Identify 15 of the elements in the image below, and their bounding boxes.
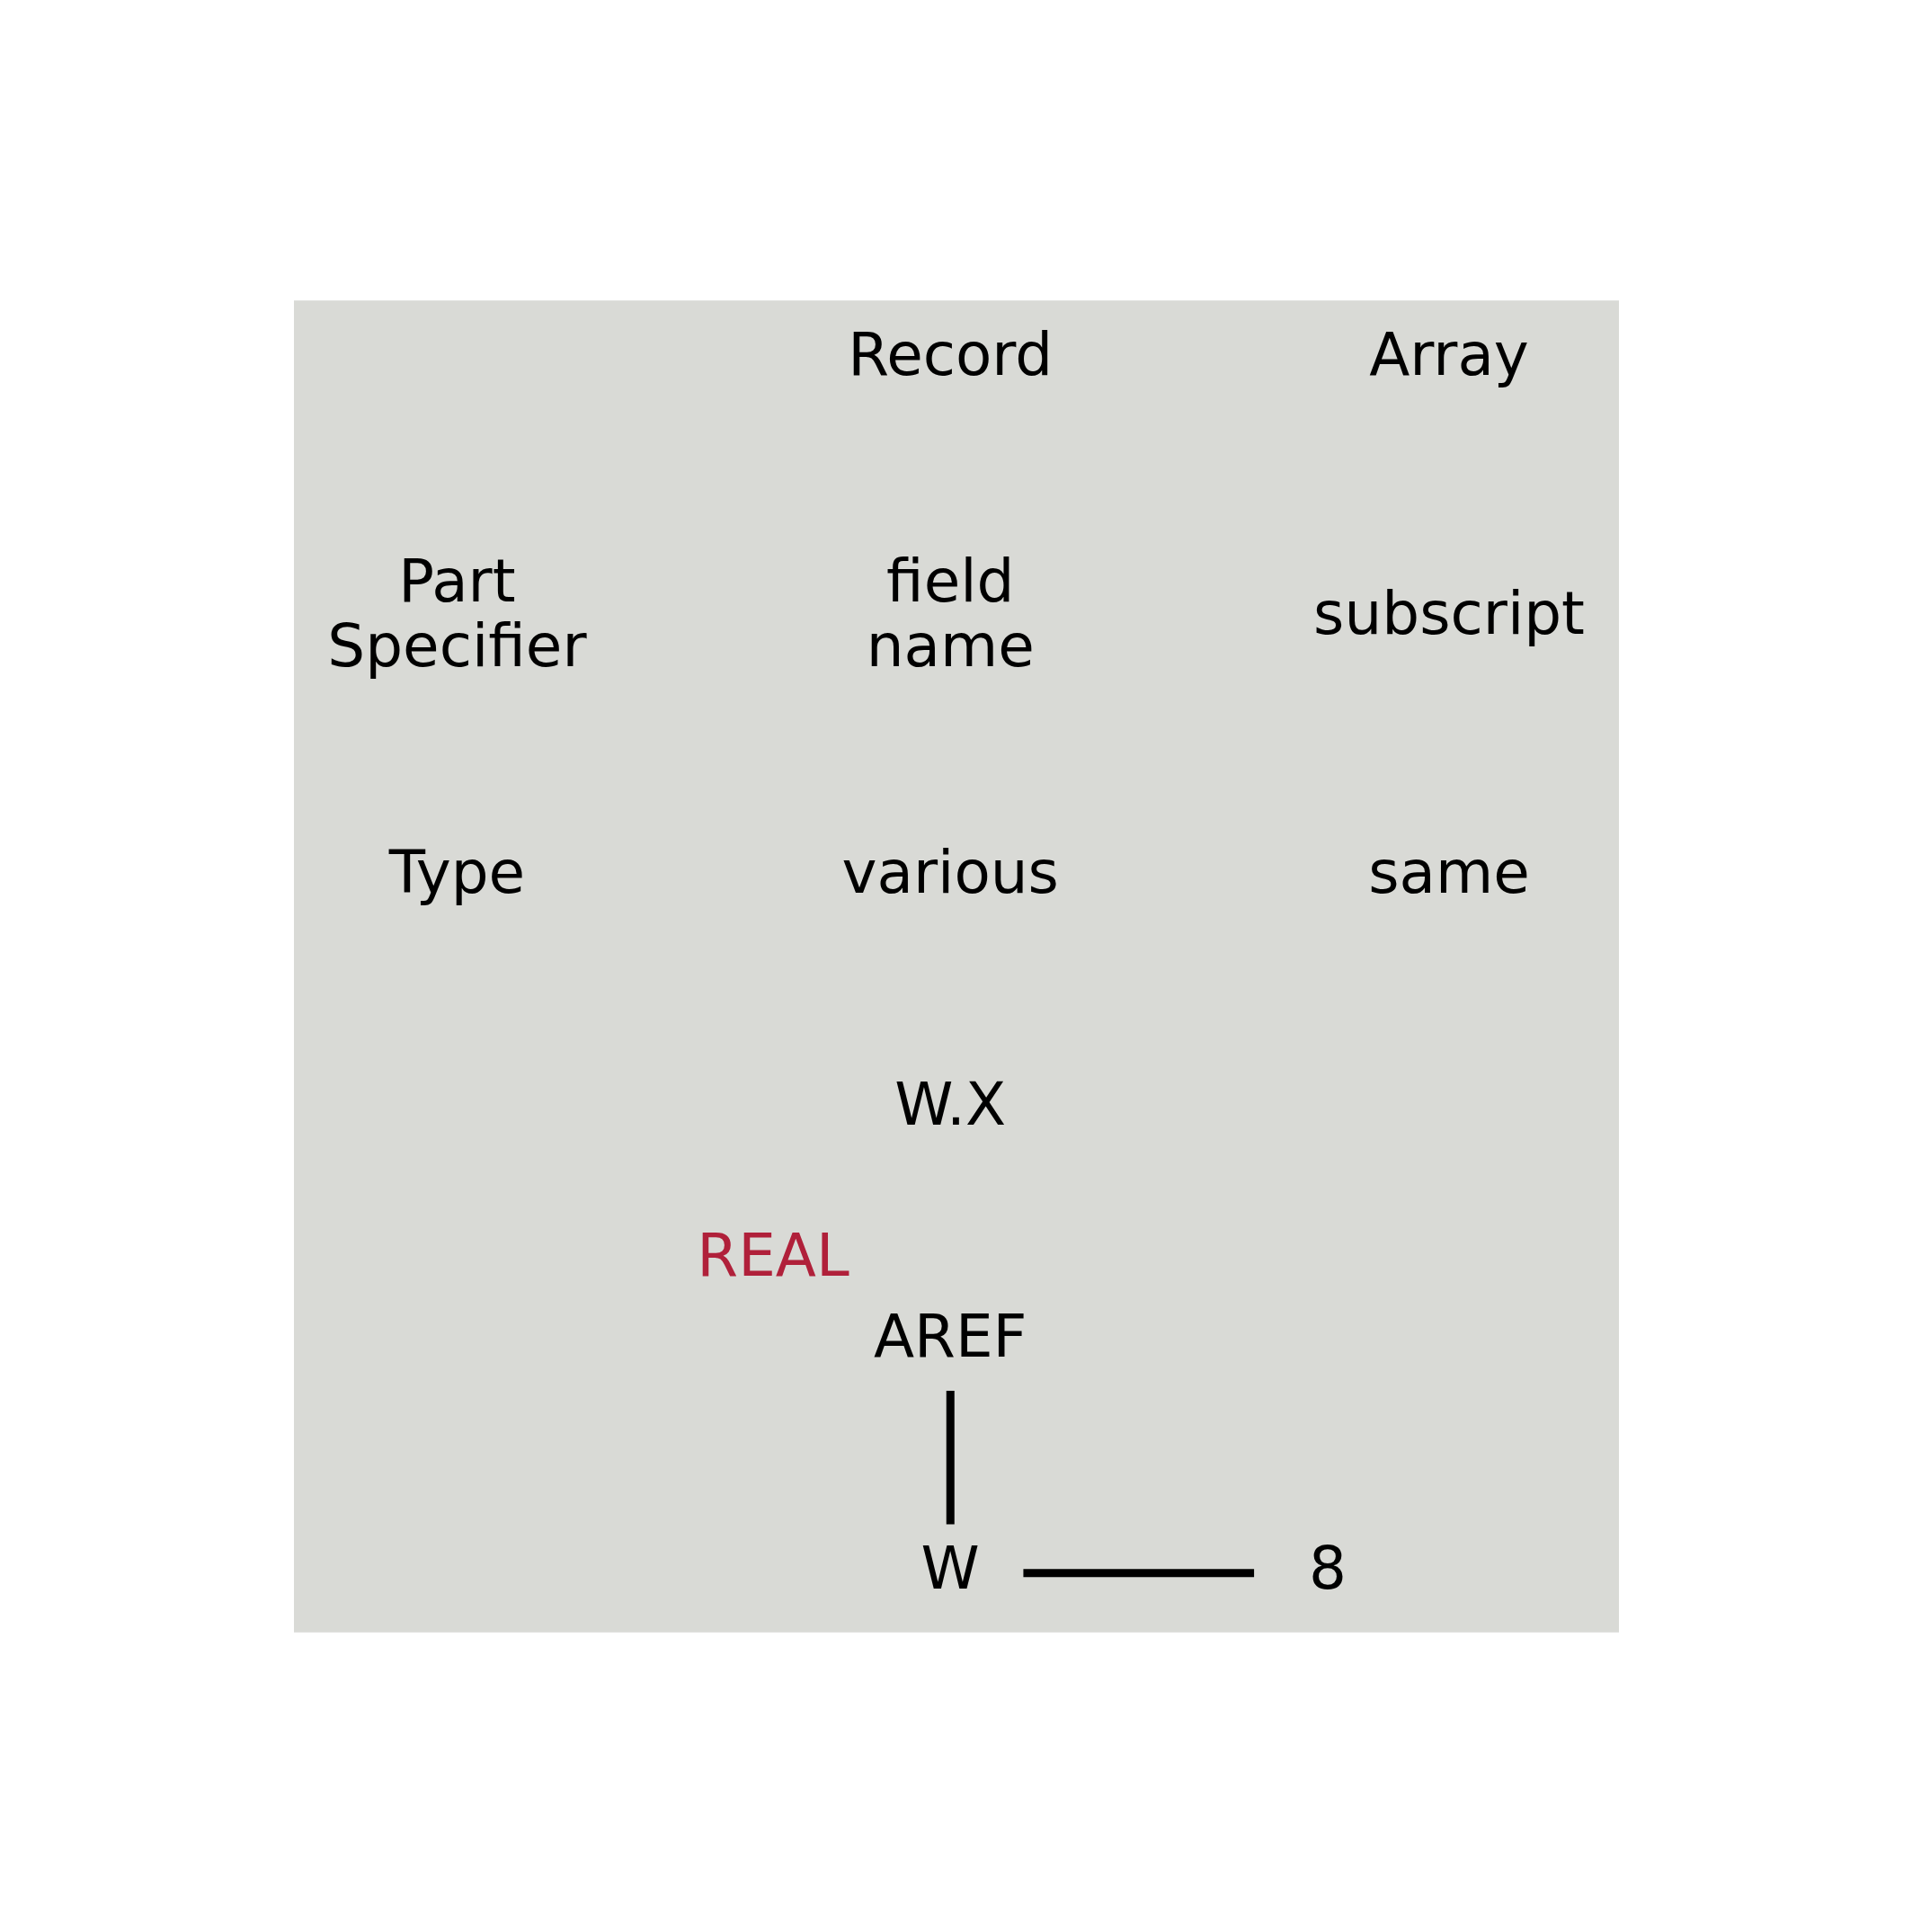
connector [1022,1568,1254,1577]
label: W.X [894,1069,1006,1139]
node-text: 8 [1308,1533,1347,1603]
node-text: W [920,1533,980,1603]
node-label: REAL [696,1220,849,1290]
label: Type [388,837,525,907]
connector [946,1390,955,1524]
label: Record [847,319,1053,389]
label: various [841,837,1059,907]
label: same [1367,837,1530,907]
node-text: AREF [873,1301,1027,1371]
label: Array [1368,319,1529,389]
label: field name [866,546,1035,681]
label: subscript [1312,578,1585,648]
label: Part Specifier [326,546,587,681]
